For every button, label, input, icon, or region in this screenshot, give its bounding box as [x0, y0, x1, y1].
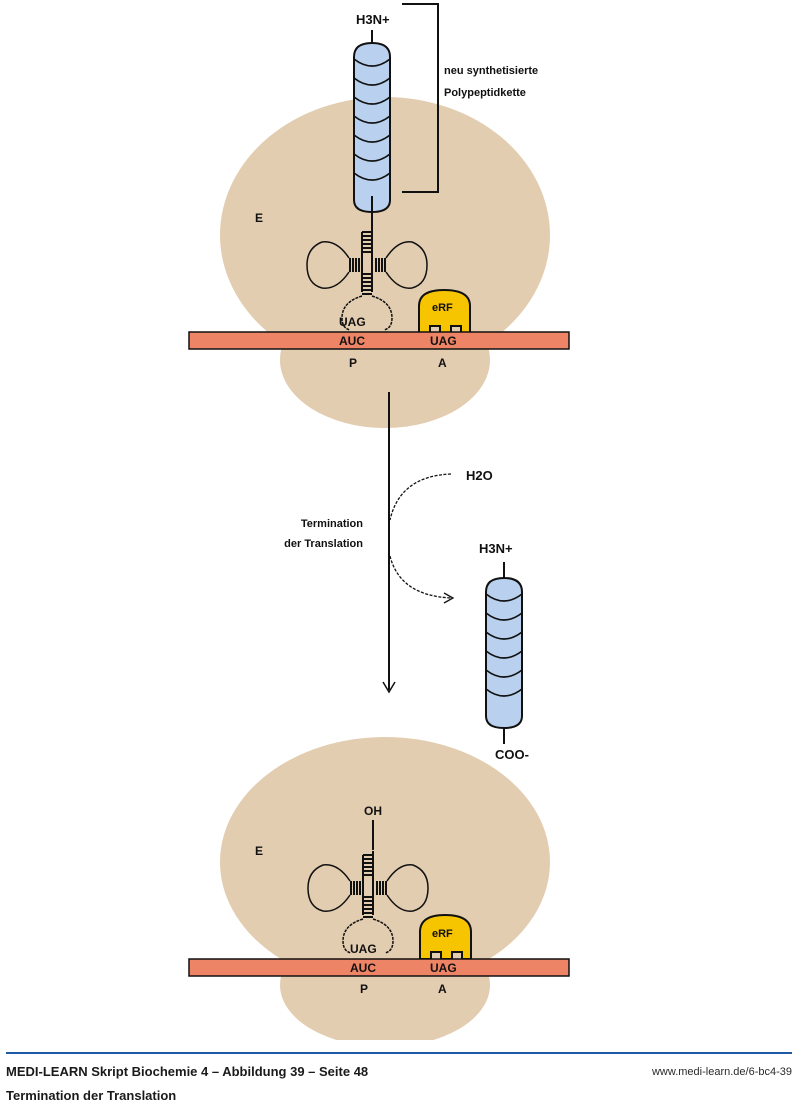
amino-acid-residue [485, 669, 523, 678]
polypeptide-body [353, 41, 391, 214]
released-polypeptide-chain [485, 576, 523, 730]
polypeptide-chain [353, 41, 391, 214]
release-factor: eRF [418, 288, 471, 334]
amino-acid-residue [353, 58, 391, 67]
water-input-arrow [389, 473, 452, 521]
amino-acid-residue [353, 134, 391, 143]
bottom-ribosome-complex: OH E eRF UAG AUC UAG P A [188, 737, 570, 1040]
amino-acid-residue [353, 115, 391, 124]
amino-acid-residue [485, 650, 523, 659]
bracket-label-line1: neu synthetisierte [444, 65, 538, 77]
amino-acid-residue [353, 153, 391, 162]
p-site-codon: AUC [350, 961, 376, 975]
d-loop [306, 241, 350, 289]
amino-acid-residue [353, 77, 391, 86]
p-site-label: P [360, 982, 368, 996]
n-terminus-label: H3N+ [356, 12, 390, 27]
footer-subtitle: Termination der Translation [6, 1088, 177, 1103]
top-ribosome-complex: neu synthetisierte Polypeptidkette H3N+ … [188, 3, 570, 428]
p-site-label: P [349, 356, 357, 370]
p-site-codon: AUC [339, 334, 365, 348]
c-terminus-label: COO- [495, 747, 529, 762]
amino-acid-residue [485, 593, 523, 602]
a-site-label: A [438, 982, 447, 996]
mrna-strand [188, 331, 570, 350]
translation-termination-diagram: neu synthetisierte Polypeptidkette H3N+ … [188, 3, 570, 1040]
peptide-release-arrowhead [443, 592, 455, 604]
anticodon-label: UAG [339, 315, 366, 329]
water-label: H2O [466, 468, 493, 483]
amino-acid-residue [353, 96, 391, 105]
a-site-codon: UAG [430, 961, 457, 975]
polypeptide-bracket [402, 3, 439, 193]
amino-acid-residue [485, 631, 523, 640]
transition-step: Termination der Translation H2O [284, 392, 493, 694]
footer-divider [6, 1052, 792, 1054]
anticodon-loop [372, 918, 394, 954]
released-n-terminus-label: H3N+ [479, 541, 513, 556]
trna [307, 851, 429, 954]
d-loop [307, 864, 351, 912]
hydroxyl-label: OH [364, 804, 382, 818]
a-site-codon: UAG [430, 334, 457, 348]
release-factor: eRF [419, 913, 472, 960]
footer-title: MEDI-LEARN Skript Biochemie 4 – Abbildun… [6, 1064, 369, 1079]
release-factor-label: eRF [432, 928, 453, 940]
footer-url[interactable]: www.medi-learn.de/6-bc4-39 [651, 1066, 792, 1078]
t-loop [385, 241, 428, 289]
peptide-release-arrow [389, 555, 453, 599]
t-loop [386, 864, 429, 912]
released-polypeptide: H3N+ COO- [479, 541, 529, 762]
mrna-strand [188, 958, 570, 977]
anticodon-loop [342, 918, 364, 954]
polypeptide-body [485, 576, 523, 730]
release-factor-label: eRF [432, 302, 453, 314]
anticodon-loop [341, 295, 363, 331]
trna [306, 228, 428, 331]
anticodon-label: UAG [350, 942, 377, 956]
amino-acid-residue [353, 172, 391, 181]
process-label-line1: Termination [301, 518, 363, 530]
anticodon-loop [371, 295, 393, 331]
process-arrow-head [382, 681, 396, 694]
amino-acid-residue [485, 612, 523, 621]
a-site-label: A [438, 356, 447, 370]
release-factor-body [419, 913, 472, 960]
e-site-label: E [255, 211, 263, 225]
process-label-line2: der Translation [284, 538, 363, 550]
e-site-label: E [255, 844, 263, 858]
bracket-label-line2: Polypeptidkette [444, 87, 526, 99]
amino-acid-residue [485, 688, 523, 697]
